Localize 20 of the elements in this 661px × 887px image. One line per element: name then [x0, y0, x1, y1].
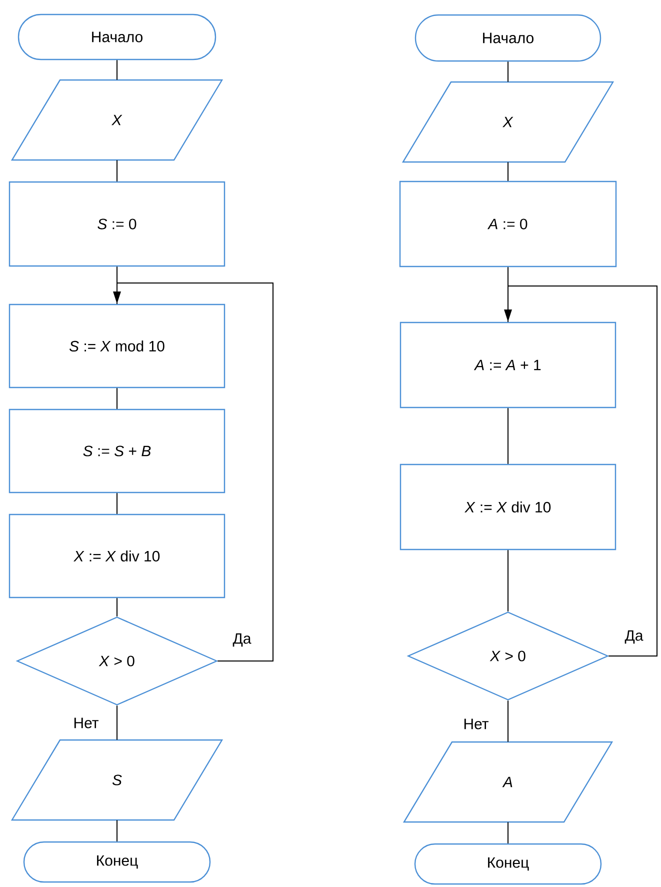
edge-label: Да	[624, 629, 644, 645]
connector-line	[116, 160, 118, 182]
connector-line	[116, 388, 118, 410]
connector-line	[116, 705, 118, 740]
process-box: A := 0	[399, 180, 617, 268]
process-box: A := A + 1	[400, 322, 616, 408]
edge-label: Нет	[462, 718, 490, 730]
process-box: S := X mod 10	[8, 304, 226, 388]
edge-label: Нет	[72, 716, 100, 730]
arrow	[504, 286, 658, 656]
process-box: S := S + B	[8, 408, 226, 494]
connector-line	[116, 492, 118, 514]
arrow	[113, 282, 274, 662]
process-box: X := X div 10	[400, 464, 616, 550]
connector-line	[116, 60, 118, 80]
connector-line	[116, 820, 118, 842]
process-box: X := X div 10	[8, 514, 226, 598]
edge-label: Да	[232, 632, 252, 648]
process-box: S := 0	[8, 181, 226, 267]
connector-line	[116, 598, 118, 617]
